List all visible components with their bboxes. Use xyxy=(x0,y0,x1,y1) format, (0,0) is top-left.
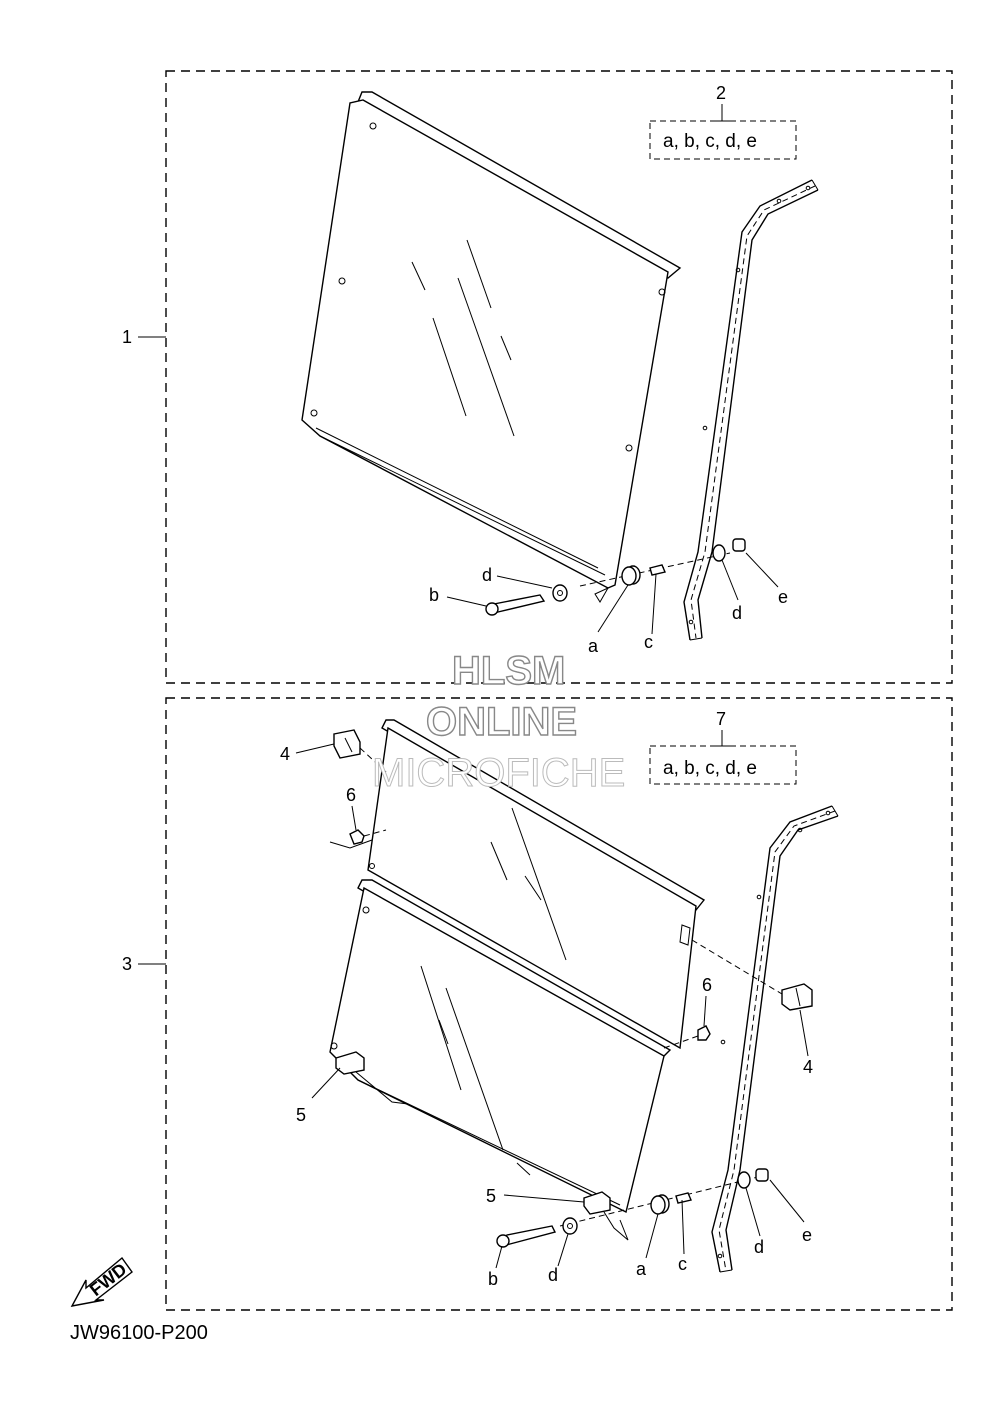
letter-a-bottom: a xyxy=(636,1259,647,1279)
callout-6-left: 6 xyxy=(346,785,356,805)
leaders-top xyxy=(446,552,779,635)
callout-6-right: 6 xyxy=(702,975,712,995)
letter-d-top-right: d xyxy=(732,603,742,623)
letter-b-top: b xyxy=(429,585,439,605)
letter-d-top-left: d xyxy=(482,565,492,585)
letter-c-bottom: c xyxy=(678,1254,687,1274)
fwd-arrow-icon: FWD xyxy=(70,1256,133,1307)
figure-code: JW96100-P200 xyxy=(70,1322,208,1344)
watermark-line-2: ONLINE xyxy=(426,700,577,744)
svg-text:3: 3 xyxy=(122,954,132,974)
watermark: HLSM ONLINE MICROFICHE xyxy=(372,648,626,795)
svg-text:a, b, c, d, e: a, b, c, d, e xyxy=(663,758,757,779)
watermark-line-3: MICROFICHE xyxy=(372,751,625,795)
letter-d-bottom-left: d xyxy=(548,1265,558,1285)
callout-group-3: 3 xyxy=(122,954,166,974)
svg-text:a, b, c, d, e: a, b, c, d, e xyxy=(663,131,757,152)
letter-a-top: a xyxy=(588,636,599,656)
windshield-panel-lower xyxy=(329,879,691,1214)
frame-rail-top xyxy=(683,179,819,641)
letter-b-bottom: b xyxy=(488,1269,498,1289)
letter-e-bottom: e xyxy=(802,1225,812,1245)
windshield-panel-upper xyxy=(367,719,706,1050)
callout-5-bottom: 5 xyxy=(486,1186,496,1206)
kit-box-2: 2 a, b, c, d, e xyxy=(649,83,797,160)
letter-e-top: e xyxy=(778,587,788,607)
svg-text:2: 2 xyxy=(716,83,726,103)
hardware-bottom xyxy=(329,729,813,1248)
hardware-top xyxy=(485,538,746,616)
callout-5-left: 5 xyxy=(296,1105,306,1125)
frame-rail-bottom xyxy=(711,805,839,1273)
kit-box-7: 7 a, b, c, d, e xyxy=(649,709,797,785)
leaders-bottom xyxy=(295,743,809,1269)
callout-4-left: 4 xyxy=(280,744,290,764)
group-1-boundary xyxy=(165,70,953,684)
watermark-line-1: HLSM xyxy=(452,649,565,693)
callout-group-1: 1 xyxy=(122,327,166,347)
letter-c-top: c xyxy=(644,632,653,652)
letter-d-bottom-right: d xyxy=(754,1237,764,1257)
group-3-boundary xyxy=(165,697,953,1311)
svg-text:7: 7 xyxy=(716,709,726,729)
windshield-panel-top xyxy=(301,91,682,589)
callout-4-right: 4 xyxy=(803,1057,813,1077)
svg-text:1: 1 xyxy=(122,327,132,347)
